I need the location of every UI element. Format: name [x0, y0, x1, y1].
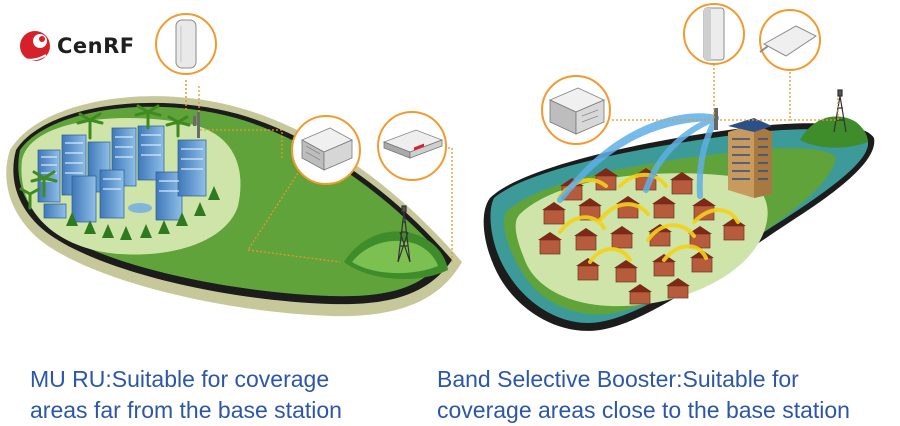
panel-antenna-callout: [155, 13, 217, 112]
right-coverage-arrows: [558, 172, 740, 264]
master-unit-callout: [377, 111, 447, 181]
booster-callout: [541, 75, 611, 145]
left-palm-trees: [19, 104, 191, 210]
left-caption-line-1: MU RU:Suitable for coverage: [30, 366, 330, 392]
left-base-station-tower: [397, 205, 411, 263]
left-city-buildings: [37, 125, 207, 223]
left-caption: MU RU:Suitable for coverage areas far fr…: [30, 364, 342, 426]
master-unit-icon: [382, 129, 444, 159]
brand-name: CenRF: [57, 34, 135, 58]
booster-icon: [549, 87, 605, 135]
left-scene: [6, 13, 462, 317]
right-hill: [800, 116, 868, 148]
cenrf-logo-icon: [19, 31, 50, 61]
left-pond: [128, 203, 152, 213]
right-scene: [483, 3, 875, 331]
right-caption-line-1: Band Selective Booster:Suitable for: [437, 366, 799, 392]
left-pine-trees: [66, 186, 220, 240]
remote-unit-callout: [291, 115, 361, 185]
left-hill-light: [352, 240, 438, 274]
left-caption-line-2: areas far from the base station: [30, 397, 342, 423]
yagi-antenna-callout: [759, 9, 821, 71]
right-caption-line-2: coverage areas close to the base station: [437, 397, 850, 423]
right-panel-antenna-callout: [683, 3, 745, 65]
remote-unit-icon: [301, 127, 353, 171]
right-signal-links: [612, 60, 839, 121]
right-caption: Band Selective Booster:Suitable for cove…: [437, 364, 850, 426]
yagi-antenna-icon: [759, 25, 817, 57]
panel-antenna-icon: [175, 19, 197, 69]
cenrf-logo: CenRF: [16, 26, 135, 66]
panel-antenna-icon: [703, 7, 725, 61]
right-tall-building: [714, 108, 772, 198]
left-rooftop-antenna: [193, 112, 200, 138]
